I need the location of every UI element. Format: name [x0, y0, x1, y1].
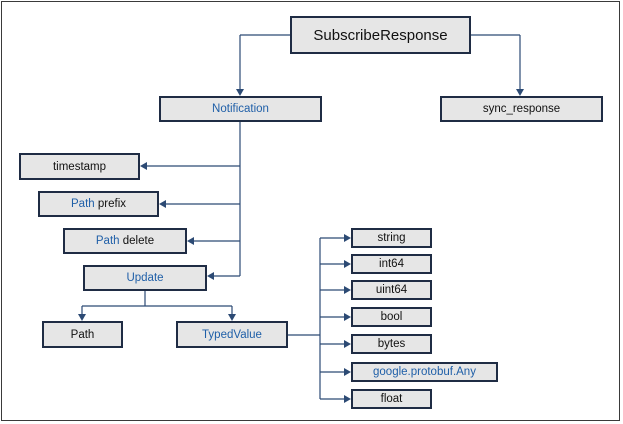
type-label-bool: bool — [380, 311, 403, 323]
type-node-bytes: bytes — [351, 334, 432, 354]
arrowhead — [140, 162, 147, 170]
update-node: Update — [83, 265, 207, 291]
type-label-uint64: uint64 — [375, 284, 408, 296]
arrowhead — [344, 395, 351, 403]
type-node-int64: int64 — [351, 254, 432, 274]
path-label: Path — [70, 328, 95, 341]
path-delete-node: Path delete — [63, 228, 187, 254]
path-delete-path-word: Path — [95, 235, 120, 247]
notification-node: Notification — [159, 96, 322, 122]
notification-label: Notification — [212, 103, 269, 115]
arrowhead — [78, 314, 86, 321]
type-label-google-protobuf-any: google.protobuf.Any — [373, 366, 476, 378]
sync-response-label: sync_response — [482, 103, 561, 115]
path-prefix-prefix-word: prefix — [97, 198, 126, 210]
path-prefix-node: Path prefix — [38, 191, 159, 217]
type-node-bool: bool — [351, 307, 432, 327]
arrowhead — [236, 89, 244, 96]
type-node-string: string — [351, 228, 432, 248]
path-delete-delete-word: delete — [122, 235, 155, 247]
arrowhead — [159, 200, 166, 208]
timestamp-node: timestamp — [19, 153, 140, 180]
typed-value-label: TypedValue — [202, 328, 262, 341]
arrowhead — [344, 368, 351, 376]
arrowhead — [344, 234, 351, 242]
arrowhead — [344, 340, 351, 348]
type-label-int64: int64 — [379, 258, 404, 270]
update-label: Update — [126, 272, 164, 284]
arrowhead — [344, 313, 351, 321]
arrowhead — [516, 89, 524, 96]
arrowhead — [187, 237, 194, 245]
path-node: Path — [42, 321, 123, 348]
subscribe-response-node: SubscribeResponse — [290, 16, 471, 54]
type-node-google-protobuf-any: google.protobuf.Any — [351, 362, 498, 382]
arrowhead — [228, 314, 236, 321]
type-node-uint64: uint64 — [351, 280, 432, 300]
subscribe-response-label: SubscribeResponse — [313, 26, 448, 44]
arrowhead — [344, 260, 351, 268]
sync-response-node: sync_response — [440, 96, 603, 122]
path-prefix-path-word: Path — [71, 198, 95, 210]
typed-value-node: TypedValue — [176, 321, 288, 348]
type-label-bytes: bytes — [377, 338, 406, 350]
type-label-string: string — [377, 232, 406, 244]
timestamp-label: timestamp — [52, 160, 107, 173]
type-label-float: float — [380, 393, 403, 405]
type-node-float: float — [351, 389, 432, 409]
arrowhead — [207, 272, 214, 280]
arrowhead — [344, 286, 351, 294]
